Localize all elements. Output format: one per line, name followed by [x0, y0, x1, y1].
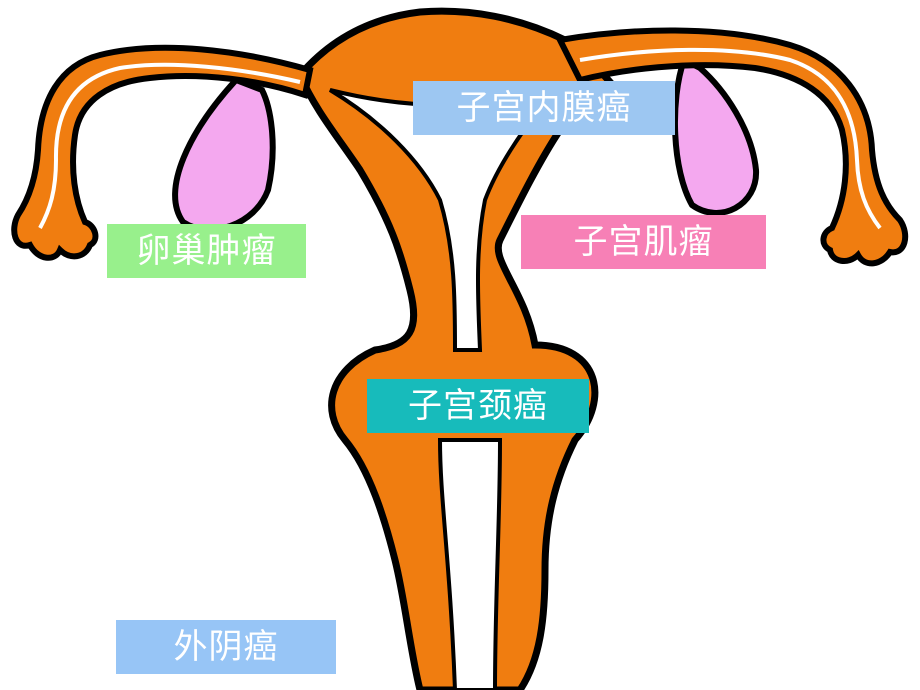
vaginal-canal	[437, 438, 503, 690]
right-tube-lumen	[579, 47, 882, 230]
label-ovarian-tumor: 卵巢肿瘤	[107, 224, 306, 278]
left-ovary	[172, 76, 276, 233]
right-fallopian-tube	[555, 27, 909, 267]
label-endometrial-cancer: 子宫内膜癌	[413, 81, 675, 135]
left-tube-lumen	[38, 62, 301, 229]
label-cervical-cancer: 子宫颈癌	[367, 379, 589, 433]
left-fallopian-tube	[11, 44, 314, 261]
label-uterine-fibroid: 子宫肌瘤	[521, 215, 766, 269]
label-vulvar-cancer: 外阴癌	[116, 620, 336, 674]
right-ovary	[672, 55, 760, 216]
